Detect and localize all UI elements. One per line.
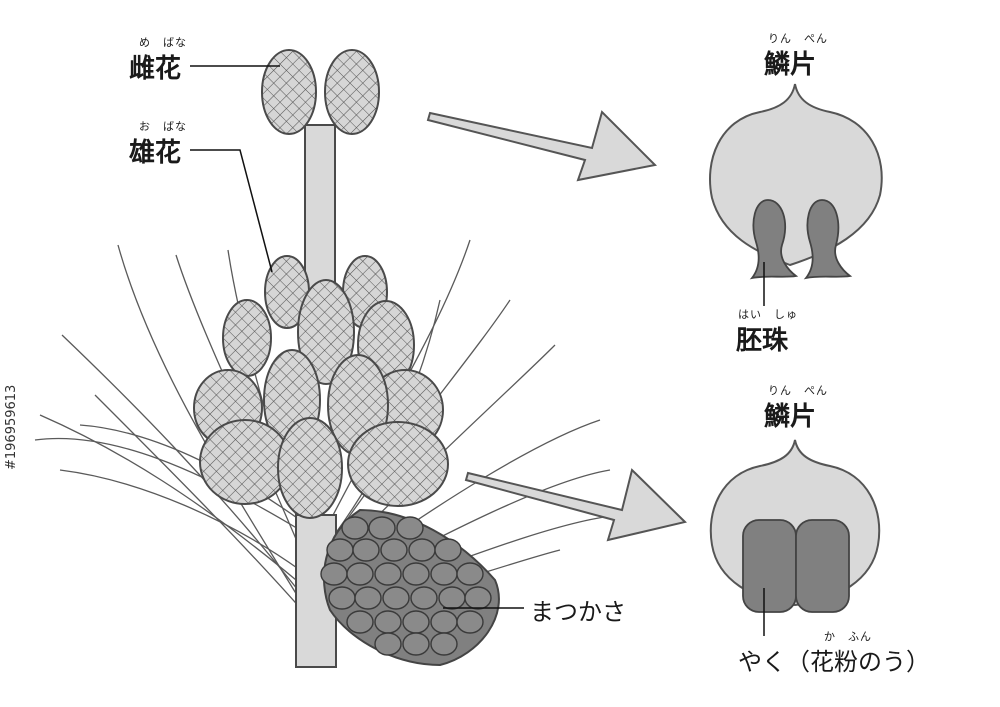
scale-top-ruby: りん ぺん (768, 32, 828, 45)
ovule-ruby: はい しゅ (738, 308, 798, 321)
male-flower-ruby: お ばな (139, 120, 187, 133)
cone-scale (374, 562, 402, 586)
scale-bottom-ruby: りん ぺん (768, 384, 828, 397)
cone-scale (320, 562, 348, 586)
cone-scale (430, 610, 458, 634)
female-flower-label: 雌花 (129, 54, 182, 84)
stock-id: #196959613 (4, 384, 19, 470)
cone-scale (456, 610, 484, 634)
cone-scale (402, 610, 430, 634)
scale-top-label: 鱗片 (764, 50, 817, 80)
cone-scale (402, 632, 430, 656)
female-flower-ruby: め ばな (139, 36, 187, 49)
anther-ruby: か ふん (824, 630, 872, 643)
cone-scale (430, 632, 458, 656)
arrow-lower (464, 468, 687, 542)
cone-scale (341, 516, 369, 540)
scale-bottom-label: 鱗片 (764, 402, 817, 432)
ovule-scale-detail (709, 83, 883, 280)
anther-label: やく（花粉のう） (738, 648, 930, 676)
cone-scale (352, 538, 380, 562)
cone-scale (402, 562, 430, 586)
cone-scale (328, 586, 356, 610)
cone-scale (456, 562, 484, 586)
pine-cone-label: まつかさ (530, 598, 626, 626)
cone-scale (410, 586, 438, 610)
cone-scale (438, 586, 466, 610)
male-flower-cluster (193, 255, 449, 519)
cone-scale (374, 632, 402, 656)
cone-scale (354, 586, 382, 610)
cone-scale (346, 610, 374, 634)
cone-scale (380, 538, 408, 562)
cone-scale (374, 610, 402, 634)
cone-scale (464, 586, 492, 610)
cone-scale (368, 516, 396, 540)
ovule-label: 胚珠 (736, 326, 789, 356)
cone-scale (408, 538, 436, 562)
cone-scale (346, 562, 374, 586)
female-flower-cones (261, 49, 380, 135)
cone-scale (382, 586, 410, 610)
male-flower-label: 雄花 (129, 138, 182, 168)
cone-scale (434, 538, 462, 562)
arrow-upper (426, 110, 658, 182)
cone-scale (430, 562, 458, 586)
leader-lines (190, 65, 765, 636)
cone-scale (326, 538, 354, 562)
cone-scale (396, 516, 424, 540)
pine-cone (320, 508, 500, 667)
anther-scale-detail (709, 439, 881, 613)
